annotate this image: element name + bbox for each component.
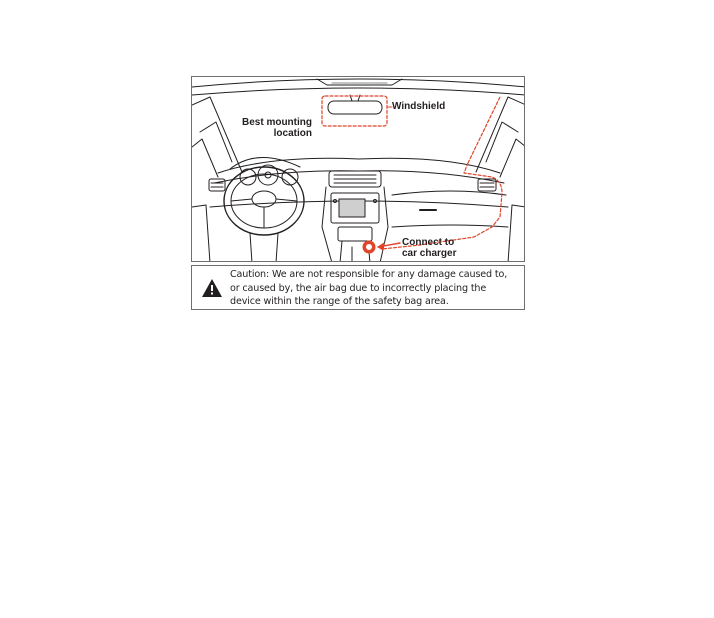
car-interior-illustration (192, 77, 525, 262)
car-interior-diagram: Windshield Best mounting location Connec… (191, 76, 525, 262)
best-mounting-line1: Best mounting (242, 117, 312, 128)
charger-line2: car charger (402, 248, 456, 259)
best-mounting-location-label: Best mounting location (242, 117, 312, 139)
caution-line-2: or caused by, the air bag due to incorre… (230, 282, 524, 296)
best-mounting-line2: location (242, 128, 312, 139)
caution-line-3: device within the range of the safety ba… (230, 295, 524, 309)
caution-text: Caution: We are not responsible for any … (230, 268, 524, 309)
connect-charger-label: Connect to car charger (402, 237, 456, 259)
charger-line1: Connect to (402, 237, 456, 248)
windshield-label: Windshield (392, 101, 445, 112)
warning-triangle-icon (201, 278, 223, 298)
caution-box: Caution: We are not responsible for any … (191, 265, 525, 310)
caution-line-1: Caution: We are not responsible for any … (230, 268, 524, 282)
